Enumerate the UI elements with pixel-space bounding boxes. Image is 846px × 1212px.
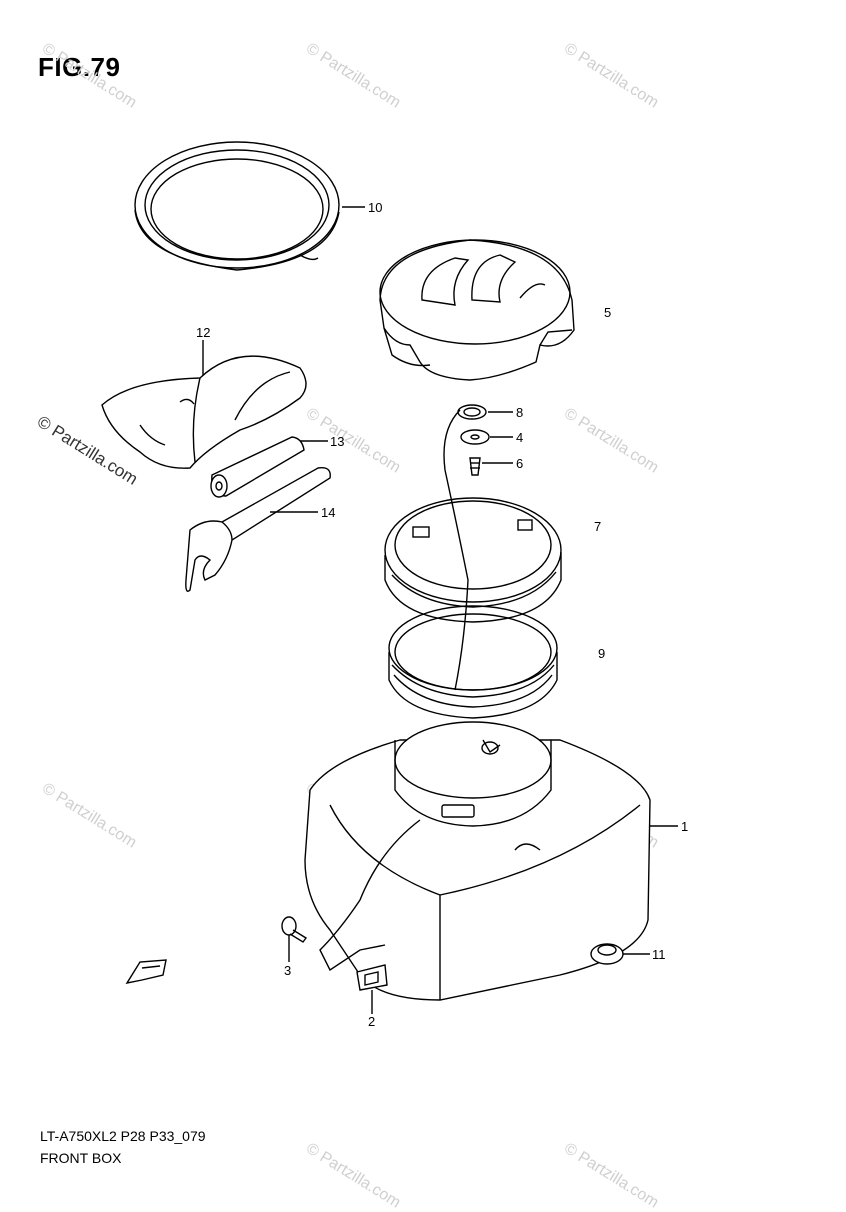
part-12-tool-bag[interactable] <box>101 355 307 469</box>
part-5-lid[interactable] <box>379 239 575 381</box>
callout-8: 8 <box>516 405 523 420</box>
callout-11: 11 <box>652 947 666 962</box>
part-10-seal-ring[interactable] <box>134 141 340 271</box>
leader-lines <box>202 206 678 1014</box>
callout-4: 4 <box>516 430 523 445</box>
callout-5: 5 <box>604 305 611 320</box>
callout-13: 13 <box>330 434 344 449</box>
part-4-washer[interactable] <box>460 429 490 445</box>
callout-9: 9 <box>598 646 605 661</box>
callout-6: 6 <box>516 456 523 471</box>
part-9-threaded-ring[interactable] <box>388 605 558 719</box>
part-14-spanner[interactable] <box>185 467 331 592</box>
part-1-front-box[interactable] <box>304 721 651 1001</box>
model-code: LT-A750XL2 P28 P33_079 <box>40 1128 206 1144</box>
part-13-tool-handle[interactable] <box>210 436 305 498</box>
figure-caption: FRONT BOX <box>40 1150 122 1166</box>
callout-12: 12 <box>196 325 210 340</box>
callout-1: 1 <box>681 819 688 834</box>
part-11-grommet[interactable] <box>590 943 624 965</box>
part-7-retaining-ring[interactable] <box>384 497 562 623</box>
figure-title: FIG.79 <box>38 52 121 82</box>
callout-3: 3 <box>284 963 291 978</box>
callout-14: 14 <box>321 505 335 520</box>
callout-10: 10 <box>368 200 382 215</box>
part-3-bolt[interactable] <box>281 916 308 943</box>
callout-7: 7 <box>594 519 601 534</box>
part-6-screw[interactable] <box>469 457 481 476</box>
strap-cord <box>443 409 469 691</box>
callout-2: 2 <box>368 1014 375 1029</box>
part-2-clip-nut[interactable] <box>356 964 388 991</box>
front-arrow-icon <box>125 959 167 985</box>
part-8-washer[interactable] <box>457 404 487 420</box>
